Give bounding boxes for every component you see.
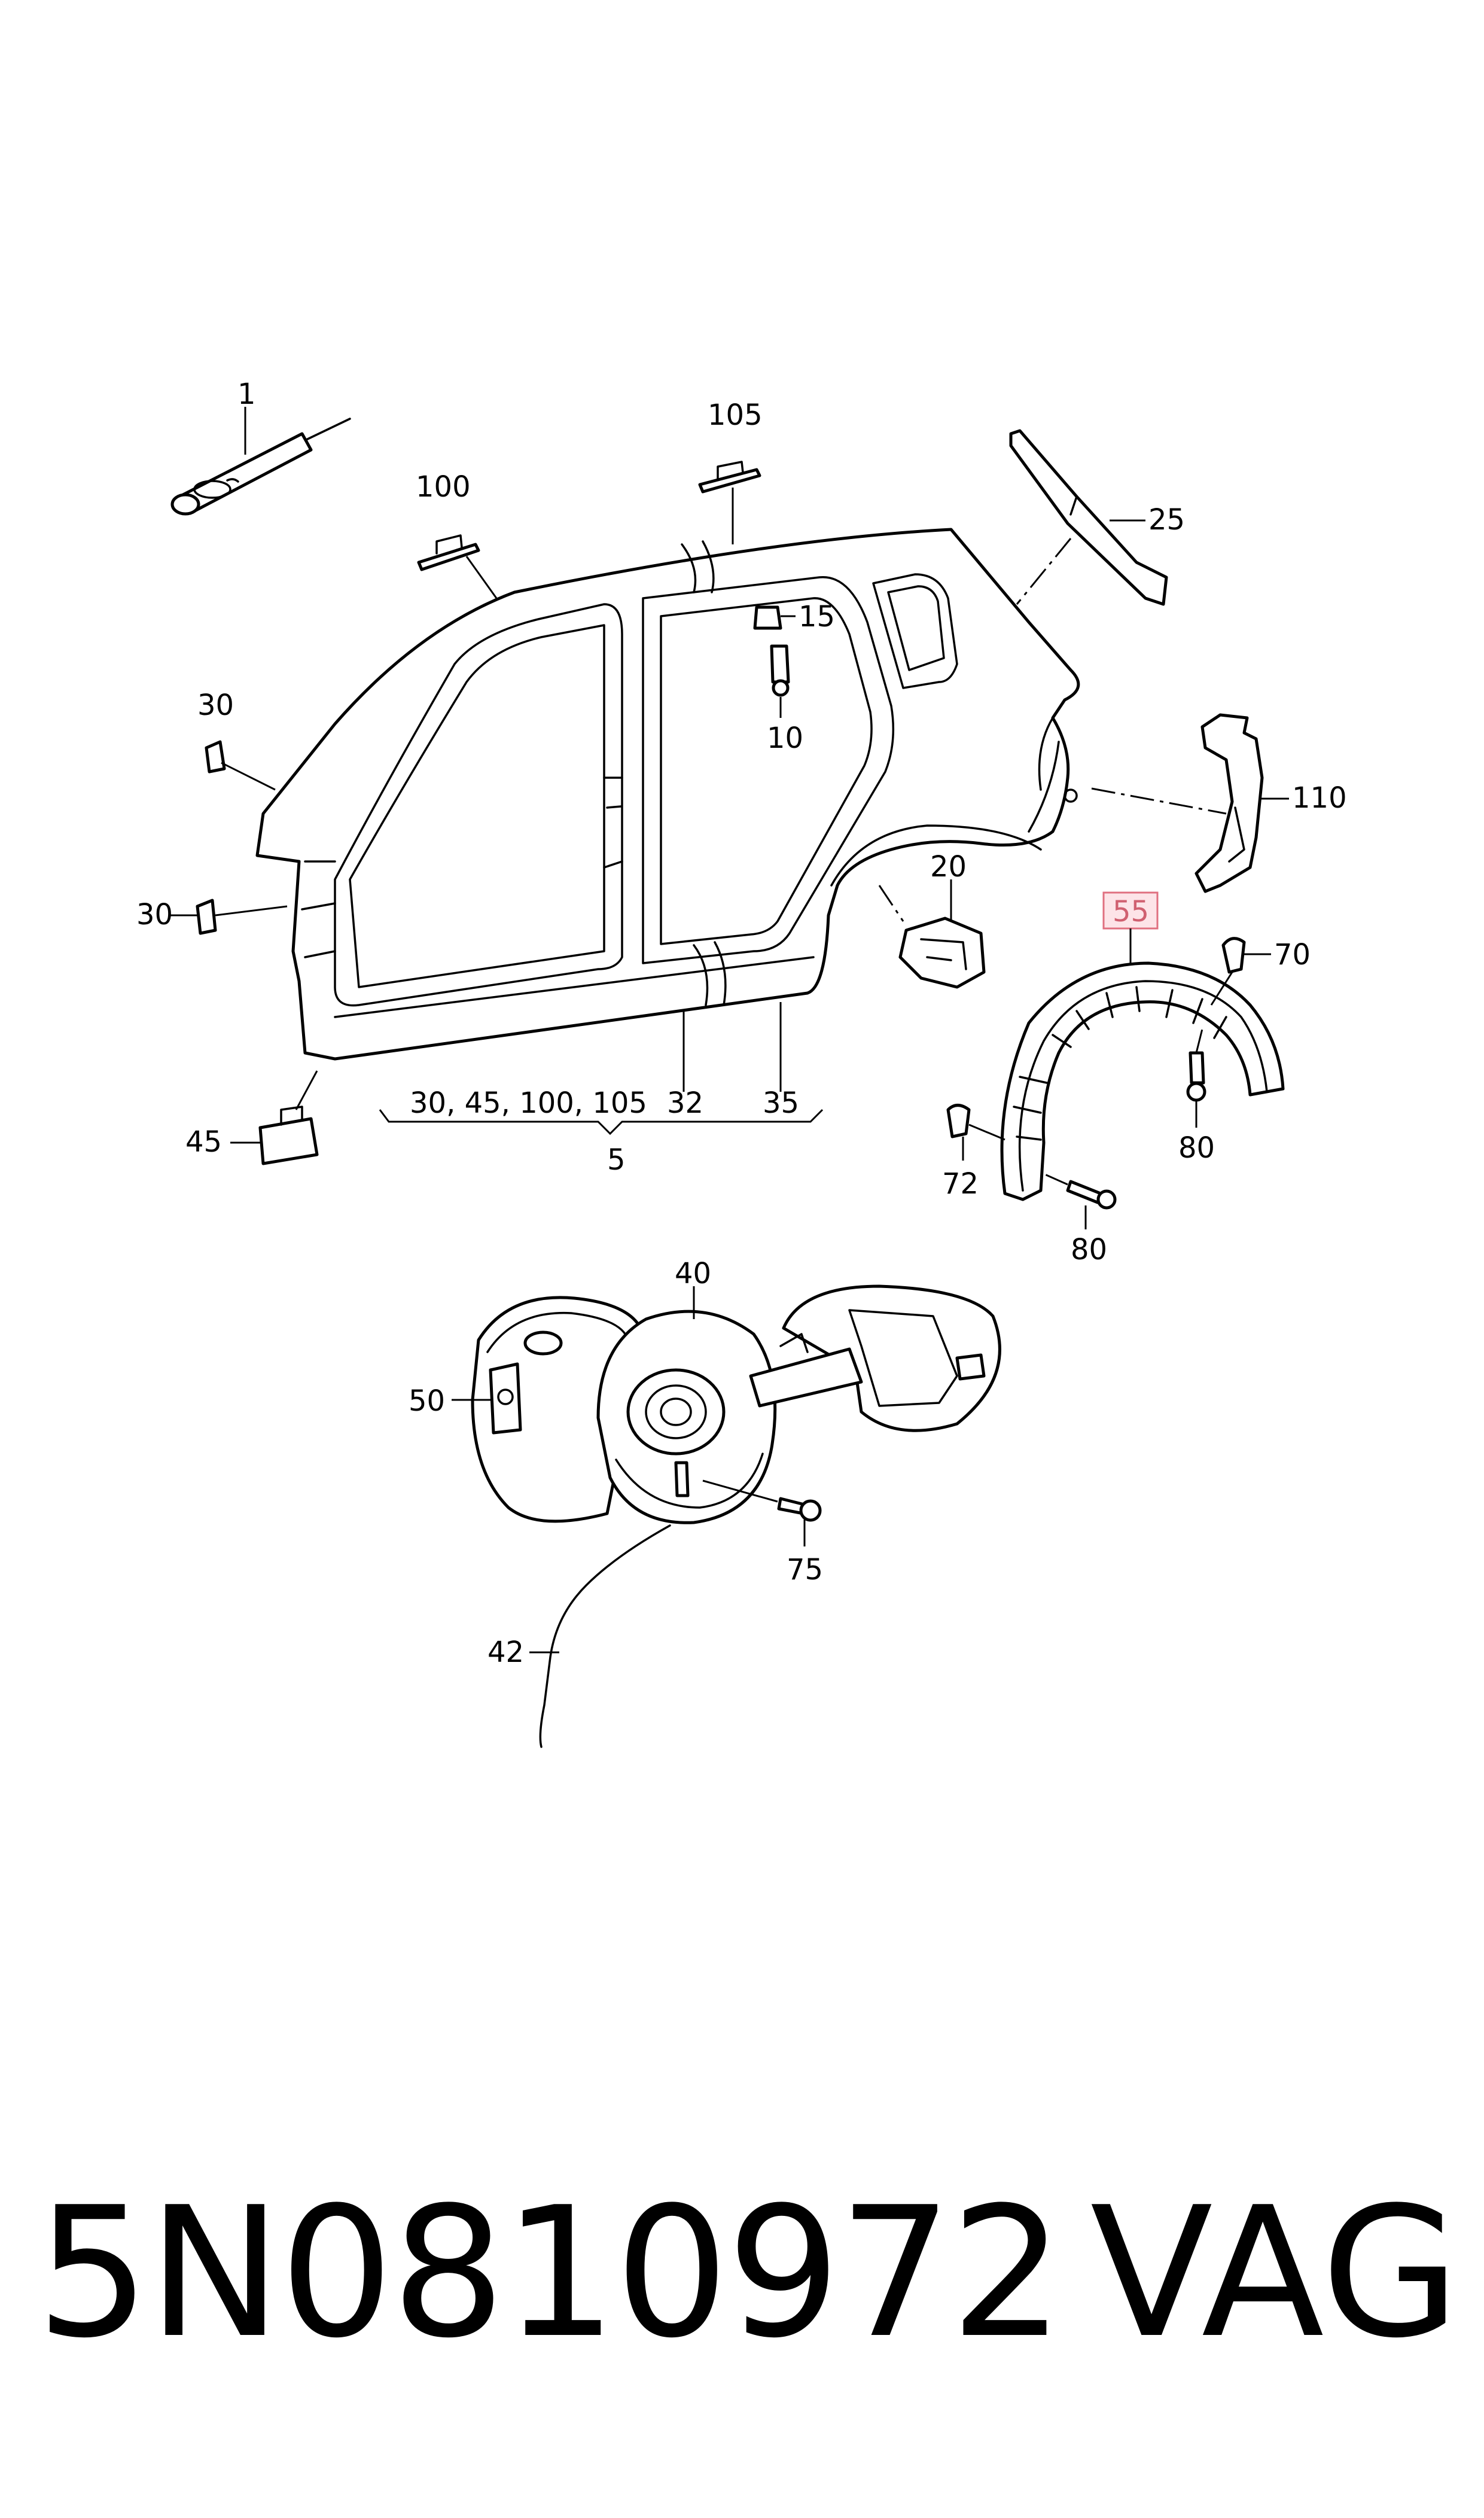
callout-70: 70 bbox=[1274, 938, 1311, 972]
part-55-wheel-housing-liner bbox=[1000, 961, 1285, 1201]
tape-band-top bbox=[681, 540, 715, 593]
part-1-sealant-tube bbox=[170, 418, 351, 516]
callout-55: 55 bbox=[1113, 895, 1149, 928]
callout-45: 45 bbox=[185, 1125, 222, 1159]
part-50-fuel-flap bbox=[471, 1296, 645, 1523]
callout-75: 75 bbox=[787, 1553, 823, 1587]
callout-32: 32 bbox=[667, 1086, 703, 1120]
callout-30-lower: 30 bbox=[136, 898, 173, 931]
callout-110: 110 bbox=[1292, 781, 1347, 815]
part-72-clip bbox=[946, 1104, 971, 1138]
part-30-lower-clip bbox=[196, 899, 217, 935]
part-100-clip bbox=[417, 534, 480, 571]
callout-10: 10 bbox=[767, 721, 803, 755]
callout-25: 25 bbox=[1148, 503, 1185, 537]
part-80-screw-right bbox=[1186, 1051, 1206, 1102]
callout-72: 72 bbox=[942, 1167, 979, 1201]
part-75-screw bbox=[777, 1497, 822, 1522]
part-105-clip bbox=[698, 461, 761, 494]
parts-diagram: 1 100 105 25 bbox=[136, 377, 1347, 1748]
callout-80-lower: 80 bbox=[1071, 1233, 1107, 1266]
part-25-strip bbox=[1009, 429, 1168, 606]
part-110-bracket bbox=[1194, 713, 1264, 893]
part-42-cable bbox=[539, 1524, 671, 1748]
part-70-clip bbox=[1221, 937, 1246, 974]
callout-15: 15 bbox=[799, 600, 835, 634]
callout-50: 50 bbox=[409, 1384, 445, 1418]
part-number: 5N0810972 bbox=[36, 2169, 1064, 2377]
callout-100: 100 bbox=[416, 470, 471, 504]
callout-35: 35 bbox=[763, 1086, 799, 1120]
callout-40: 40 bbox=[675, 1257, 711, 1290]
callout-80-right: 80 bbox=[1178, 1131, 1215, 1165]
part-45-bracket bbox=[258, 1106, 319, 1165]
callout-42: 42 bbox=[487, 1636, 524, 1669]
part-40-filler-housing bbox=[596, 1310, 777, 1524]
callout-20: 20 bbox=[930, 850, 967, 884]
part-20-bracket bbox=[898, 917, 986, 989]
callout-5: 5 bbox=[607, 1143, 626, 1177]
brand-label: VAG bbox=[1090, 2169, 1460, 2377]
part-15-clip bbox=[753, 605, 782, 630]
part-30-upper-clip bbox=[205, 740, 226, 774]
callout-105: 105 bbox=[708, 398, 763, 432]
part-80-screw-lower bbox=[1066, 1180, 1117, 1210]
callout-55-highlight-box bbox=[1102, 891, 1159, 930]
callout-group: 30, 45, 100, 105 bbox=[410, 1086, 647, 1120]
tape-band-sill bbox=[693, 941, 727, 1006]
footer: 5N0810972 VAG bbox=[0, 2154, 1484, 2465]
part-10-screw bbox=[770, 644, 790, 697]
part-50-fuel-flap-open bbox=[749, 1284, 1001, 1432]
part-5-side-panel bbox=[255, 528, 1080, 1061]
callout-1: 1 bbox=[237, 377, 256, 411]
callout-30-upper: 30 bbox=[197, 689, 234, 722]
group-bracket bbox=[379, 1109, 824, 1135]
